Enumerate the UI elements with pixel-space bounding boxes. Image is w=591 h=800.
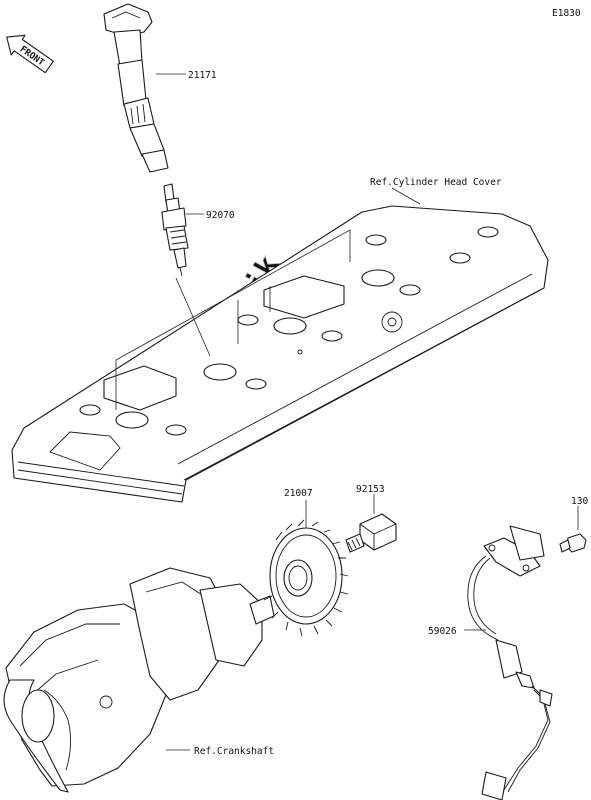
label-21007: 21007 — [284, 488, 313, 499]
cylinder-head-cover — [11, 205, 549, 503]
crank-position-sensor — [467, 525, 553, 800]
ignition-coil — [103, 3, 169, 173]
diagram-code: E1830 — [552, 8, 581, 19]
sensor-bolt — [559, 533, 587, 553]
timing-rotor — [263, 519, 349, 637]
label-21171: 21171 — [188, 70, 217, 81]
label-92153: 92153 — [356, 484, 385, 495]
front-arrow-icon: FRONT — [6, 34, 54, 74]
label-130: 130 — [571, 496, 588, 507]
label-59026: 59026 — [428, 626, 457, 637]
label-92070: 92070 — [206, 210, 235, 221]
label-ref-cylinder-head-cover: Ref.Cylinder Head Cover — [370, 177, 502, 188]
spark-plug — [161, 183, 189, 277]
rotor-bolt — [345, 513, 397, 553]
crankshaft — [3, 567, 275, 793]
label-ref-crankshaft: Ref.Crankshaft — [194, 746, 274, 757]
